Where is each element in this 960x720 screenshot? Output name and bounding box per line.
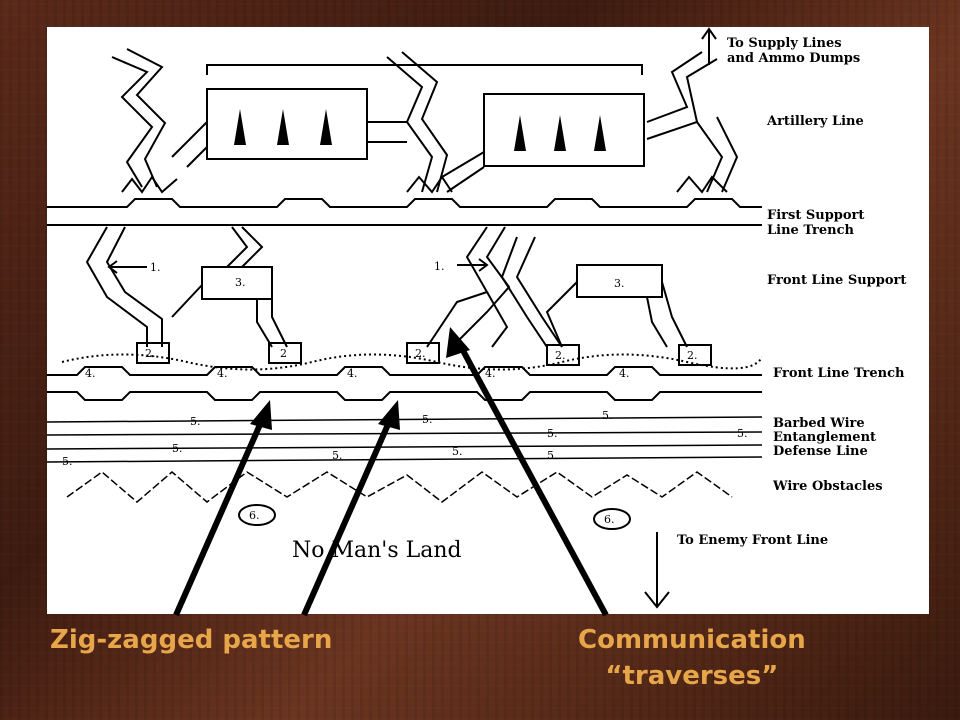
support-dugout-right — [576, 264, 663, 298]
marker-5: 5. — [190, 415, 201, 428]
marker-1: 1. — [150, 261, 161, 274]
marker-2: 2. — [687, 349, 698, 362]
marker-4: 4. — [347, 367, 358, 380]
marker-5: 5. — [547, 449, 558, 462]
artillery-emplacement-right — [483, 93, 645, 167]
marker-4: 4. — [217, 367, 228, 380]
caption-communication-line-2: “traverses” — [605, 661, 779, 691]
marker-5: 5. — [452, 445, 463, 458]
artillery-emplacement-left — [206, 88, 368, 160]
label-front-line-support: Front Line Support — [767, 273, 906, 288]
arrow-zigzag-2 — [301, 418, 393, 617]
label-enemy-front-line: To Enemy Front Line — [677, 533, 828, 548]
marker-1: 1. — [434, 260, 445, 273]
label-first-support-1: First Support — [767, 208, 864, 223]
label-first-support-2: Line Trench — [767, 223, 855, 238]
marker-2: 2. — [415, 347, 426, 360]
first-support-trench — [47, 198, 762, 208]
supply-arrow — [701, 27, 717, 65]
marker-6: 6. — [604, 513, 615, 526]
barbed-wire-line-4 — [47, 456, 763, 463]
caption-zigzag: Zig-zagged pattern — [50, 625, 333, 655]
marker-5: 5. — [332, 449, 343, 462]
artillery-guns — [234, 109, 606, 151]
marker-5: 5. — [172, 442, 183, 455]
supply-bracket — [206, 64, 643, 75]
marker-5: 5. — [62, 455, 73, 468]
label-barbed-wire-2: Entanglement — [773, 430, 876, 445]
label-front-line-trench: Front Line Trench — [773, 366, 905, 381]
marker-4: 4. — [85, 367, 96, 380]
marker-5: 5. — [422, 413, 433, 426]
trench-diagram: To Supply Lines and Ammo Dumps Artillery… — [47, 27, 906, 609]
barbed-wire-line-1 — [47, 416, 763, 423]
support-dugout-left — [201, 266, 273, 300]
marker-2: 2. — [555, 349, 566, 362]
marker-2: 2 — [280, 347, 287, 360]
barbed-wire-line-3 — [47, 444, 763, 450]
marker-2: 2. — [145, 347, 156, 360]
marker-3: 3. — [614, 277, 625, 290]
arrow-zigzag-1 — [173, 418, 265, 617]
label-supply-1: To Supply Lines — [727, 36, 842, 51]
marker-4: 4. — [619, 367, 630, 380]
label-no-mans-land: No Man's Land — [292, 538, 462, 563]
label-barbed-wire-3: Defense Line — [773, 444, 868, 459]
marker-6: 6. — [249, 509, 260, 522]
label-barbed-wire-1: Barbed Wire — [773, 416, 865, 431]
enemy-arrow — [644, 532, 670, 609]
barbed-wire-line-2 — [47, 431, 763, 436]
label-wire-obstacles: Wire Obstacles — [772, 479, 883, 494]
caption-communication-line-1: Communication — [578, 625, 806, 655]
marker-4: 4. — [485, 367, 496, 380]
trench-diagram-panel: To Supply Lines and Ammo Dumps Artillery… — [47, 27, 929, 614]
label-supply-2: and Ammo Dumps — [727, 51, 860, 66]
marker-5: 5. — [602, 409, 613, 422]
label-artillery-line: Artillery Line — [766, 114, 864, 129]
marker-3: 3. — [235, 276, 246, 289]
front-line-trench — [47, 366, 762, 376]
marker-5: 5. — [547, 427, 558, 440]
caption-communication: Communication “traverses” — [578, 622, 806, 694]
marker-5: 5. — [737, 427, 748, 440]
wire-obstacles — [66, 471, 733, 503]
arrow-traverse — [457, 343, 609, 617]
